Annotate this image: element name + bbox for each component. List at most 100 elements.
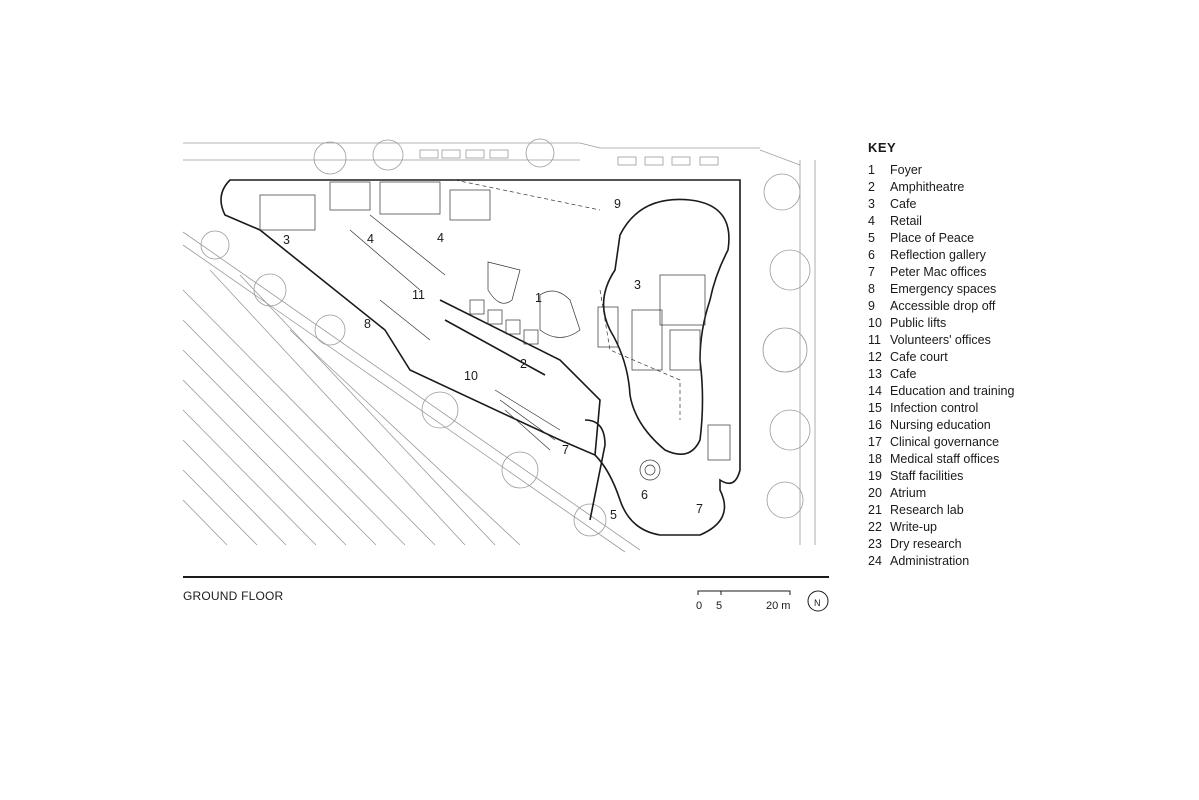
key-item-label: Education and training [890, 384, 1015, 398]
key-item-number: 1 [868, 163, 875, 177]
plan-label-peter-mac-1: 7 [562, 443, 569, 457]
scale-bar [697, 590, 791, 595]
plan-label-retail-2: 4 [437, 231, 444, 245]
key-item-number: 23 [868, 537, 882, 551]
key-item-label: Public lifts [890, 316, 947, 330]
key-item-number: 6 [868, 248, 875, 262]
key-item-number: 16 [868, 418, 882, 432]
key-item-label: Volunteers' offices [890, 333, 991, 347]
key-item-number: 15 [868, 401, 882, 415]
key-item: 19 Staff facilities [868, 468, 1014, 485]
key-item-label: Dry research [890, 537, 962, 551]
key-title: KEY [868, 140, 897, 155]
key-item-label: Staff facilities [890, 469, 964, 483]
key-item-label: Emergency spaces [890, 282, 997, 296]
key-item-number: 9 [868, 299, 875, 313]
key-item-label: Place of Peace [890, 231, 975, 245]
key-item: 10 Public lifts [868, 315, 1014, 332]
key-item-number: 2 [868, 180, 875, 194]
plan-label-volunteers-offices: 11 [412, 288, 425, 302]
road-lanes [182, 231, 641, 553]
key-item: 15 Infection control [868, 400, 1014, 417]
key-item-number: 17 [868, 435, 882, 449]
key-item-number: 18 [868, 452, 882, 466]
interior-rooms [259, 181, 731, 481]
key-item: 21 Research lab [868, 502, 1014, 519]
key-item-label: Nursing education [890, 418, 991, 432]
plan-label-peter-mac-2: 7 [696, 502, 703, 516]
key-item-number: 19 [868, 469, 882, 483]
building-outline [220, 179, 741, 536]
top-street [183, 142, 760, 161]
scale-twenty: 20 m [766, 600, 791, 612]
dashed-lines [454, 179, 681, 420]
plan-label-reflection-gallery: 6 [641, 488, 648, 502]
key-item-label: Amphitheatre [890, 180, 965, 194]
key-item-label: Medical staff offices [890, 452, 1000, 466]
key-item: 3 Cafe [868, 196, 1014, 213]
key-item-number: 4 [868, 214, 875, 228]
key-item-label: Research lab [890, 503, 964, 517]
key-item-number: 13 [868, 367, 882, 381]
key-item: 8 Emergency spaces [868, 281, 1014, 298]
key-item-number: 14 [868, 384, 882, 398]
plan-label-public-lifts: 10 [464, 369, 478, 383]
plan-label-cafe-west: 3 [283, 233, 290, 247]
key-item: 18 Medical staff offices [868, 451, 1014, 468]
key-item-number: 22 [868, 520, 882, 534]
key-item-label: Cafe [890, 367, 917, 381]
key-item: 17 Clinical governance [868, 434, 1014, 451]
title-rule [183, 576, 829, 578]
key-item-label: Reflection gallery [890, 248, 986, 262]
key-item: 9 Accessible drop off [868, 298, 1014, 315]
scale-zero: 0 [696, 600, 703, 612]
plan-label-emergency-spaces: 8 [364, 317, 371, 331]
north-arrow-icon: N [807, 590, 829, 612]
key-item: 2 Amphitheatre [868, 179, 1014, 196]
key-item-label: Write-up [890, 520, 938, 534]
key-item: 22 Write-up [868, 519, 1014, 536]
key-item: 14 Education and training [868, 383, 1014, 400]
key-item-number: 7 [868, 265, 875, 279]
key-item-number: 5 [868, 231, 875, 245]
plan-label-place-of-peace: 5 [610, 508, 617, 522]
key-item: 13 Cafe [868, 366, 1014, 383]
north-label: N [814, 598, 821, 608]
key-item: 23 Dry research [868, 536, 1014, 553]
key-item-label: Infection control [890, 401, 979, 415]
parked-cars [419, 149, 719, 166]
key-item: 11 Volunteers' offices [868, 332, 1014, 349]
key-item-label: Accessible drop off [890, 299, 996, 313]
key-item-number: 12 [868, 350, 882, 364]
scale-five: 5 [716, 600, 723, 612]
key-item-number: 21 [868, 503, 882, 517]
key-item-label: Clinical governance [890, 435, 1000, 449]
plan-label-foyer: 1 [535, 291, 542, 305]
key-item-number: 8 [868, 282, 875, 296]
key-item-label: Foyer [890, 163, 922, 177]
key-item-number: 20 [868, 486, 882, 500]
key-item-number: 10 [868, 316, 882, 330]
key-item: 1 Foyer [868, 162, 1014, 179]
key-item-label: Cafe [890, 197, 917, 211]
plan-label-cafe-east: 3 [634, 278, 641, 292]
key-item: 6 Reflection gallery [868, 247, 1014, 264]
trees [200, 138, 811, 537]
key-item: 16 Nursing education [868, 417, 1014, 434]
key-item-number: 11 [868, 333, 881, 347]
key-item-label: Administration [890, 554, 970, 568]
plan-label-amphitheatre: 2 [520, 357, 527, 371]
side-road [759, 149, 816, 545]
key-item: 5 Place of Peace [868, 230, 1014, 247]
floor-label: GROUND FLOOR [183, 589, 284, 603]
key-item-label: Atrium [890, 486, 927, 500]
key-item: 20 Atrium [868, 485, 1014, 502]
key-item-number: 3 [868, 197, 875, 211]
